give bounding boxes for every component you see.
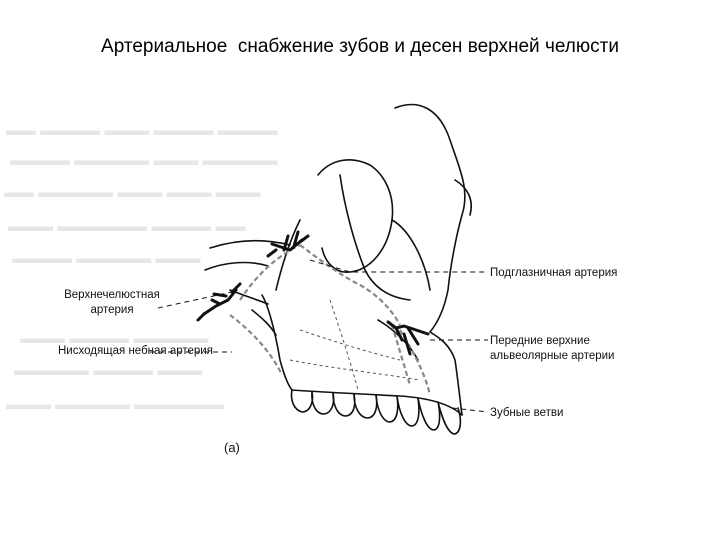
label-infraorbital-artery: Подглазничная артерия [490, 267, 618, 279]
label-maxillary-artery: Верхнечелюстная артерия [64, 289, 160, 316]
descending-palatine-vessel [196, 282, 242, 322]
orbit-rim [339, 174, 411, 301]
slide-title: Артериальное снабжение зубов и десен вер… [101, 36, 619, 57]
maxillary-artery-vessel [266, 230, 310, 258]
maxilla-outline [261, 294, 293, 391]
label-leader-lines [150, 259, 489, 413]
panel-label: (а) [224, 440, 240, 455]
alveolar-process [291, 389, 463, 416]
label-dental-branches: Зубные ветви [490, 407, 564, 419]
label-anterior-superior-alveolar-arteries: Передние верхние альвеолярные артерии [490, 335, 615, 362]
maxillary-teeth [290, 389, 462, 435]
orbit-outline [394, 103, 466, 333]
label-descending-palatine-artery: Нисходящая небная артерия [58, 345, 213, 357]
zygomatic-outline [317, 159, 394, 273]
anterior-alveolar-vessel [386, 320, 430, 356]
artery-paths [229, 244, 432, 396]
